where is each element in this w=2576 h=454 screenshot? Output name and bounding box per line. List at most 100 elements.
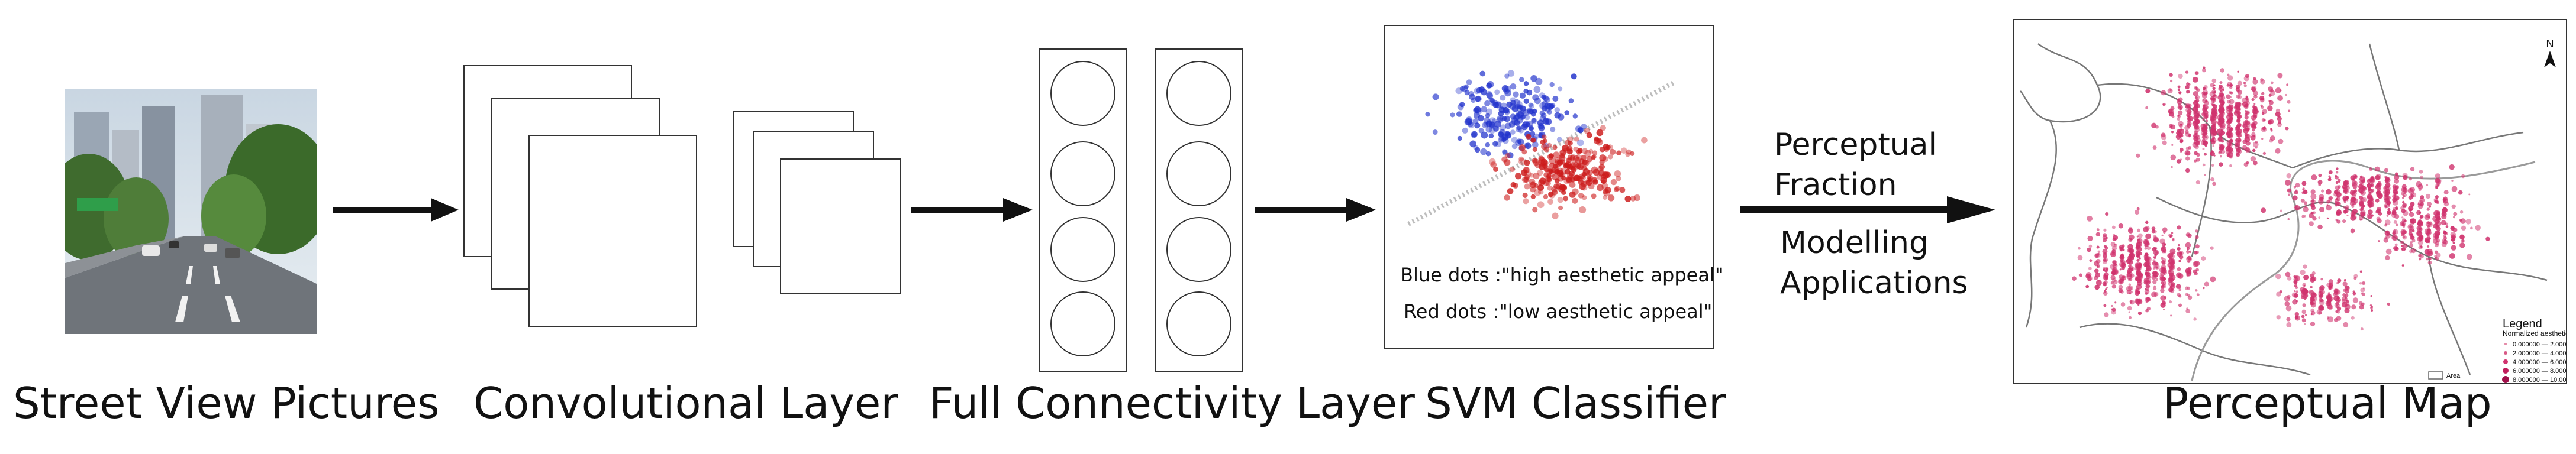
map-score-point xyxy=(2342,195,2348,202)
street-view-image xyxy=(65,89,317,334)
map-score-point xyxy=(2396,207,2398,210)
map-score-point xyxy=(2284,180,2291,186)
map-score-point xyxy=(2342,293,2346,297)
map-score-point xyxy=(2344,180,2349,185)
map-score-point xyxy=(2288,109,2291,112)
map-score-point xyxy=(2134,298,2140,304)
map-score-point xyxy=(2201,127,2206,132)
svm-point-blue xyxy=(1528,125,1534,131)
map-score-point xyxy=(2106,287,2108,289)
svm-point-red xyxy=(1526,134,1532,140)
map-score-point xyxy=(2161,242,2166,247)
map-score-point xyxy=(2097,265,2099,268)
map-score-point xyxy=(2203,93,2206,96)
map-score-point xyxy=(2178,103,2181,106)
map-score-point xyxy=(2088,244,2093,248)
map-score-point xyxy=(2229,164,2232,167)
map-score-point xyxy=(2195,86,2198,89)
map-score-point xyxy=(2328,175,2331,178)
svm-point-red xyxy=(1585,179,1592,186)
map-score-point xyxy=(2326,205,2332,211)
map-score-point xyxy=(2286,83,2289,86)
map-score-point xyxy=(2193,132,2199,139)
map-score-point xyxy=(2418,227,2421,231)
map-score-point xyxy=(2213,94,2216,97)
map-score-point xyxy=(2145,220,2149,225)
map-score-point xyxy=(2202,118,2205,121)
stage-label-convolutional: Convolutional Layer xyxy=(473,378,898,428)
map-score-point xyxy=(2152,267,2155,270)
svm-point-red xyxy=(1546,142,1552,148)
svm-point-red xyxy=(1555,159,1561,165)
svm-point-red xyxy=(1538,156,1546,163)
stage-label-perceptual-map: Perceptual Map xyxy=(2163,378,2492,428)
map-score-point xyxy=(2384,223,2388,227)
svm-point-blue xyxy=(1487,81,1494,88)
svm-point-red xyxy=(1568,140,1573,146)
map-score-point xyxy=(2269,138,2273,143)
svm-point-red xyxy=(1569,181,1576,188)
map-score-point xyxy=(2384,175,2388,179)
svm-point-red xyxy=(1533,172,1540,180)
map-score-point xyxy=(2361,293,2363,295)
map-score-point xyxy=(2146,246,2151,251)
map-score-point xyxy=(2194,125,2198,129)
map-score-point xyxy=(2385,230,2388,234)
map-score-point xyxy=(2336,316,2342,321)
svm-point-red xyxy=(1557,197,1563,203)
map-score-point xyxy=(2310,313,2313,316)
map-score-point xyxy=(2319,294,2322,298)
map-score-point xyxy=(2251,132,2256,137)
map-score-point xyxy=(2136,245,2140,249)
map-score-point xyxy=(2310,203,2315,208)
map-score-point xyxy=(2309,289,2313,294)
svm-point-blue xyxy=(1471,132,1477,138)
svm-point-red xyxy=(1604,171,1611,179)
map-score-point xyxy=(2401,244,2404,247)
map-score-point xyxy=(2417,203,2423,209)
map-score-point xyxy=(2179,138,2184,142)
map-score-point xyxy=(2410,167,2415,171)
map-score-point xyxy=(2219,106,2224,111)
map-score-point xyxy=(2419,216,2423,219)
map-score-point xyxy=(2418,254,2422,257)
svm-point-blue xyxy=(1526,121,1533,128)
map-score-point xyxy=(2359,199,2362,202)
map-canvas: N Legend Normalized aesthetic score 0.00… xyxy=(2020,38,2566,383)
map-score-point xyxy=(2302,188,2304,190)
map-score-point xyxy=(2319,207,2324,213)
map-score-point xyxy=(2178,244,2180,247)
map-score-point xyxy=(2253,160,2258,166)
map-score-point xyxy=(2163,231,2166,234)
map-score-point xyxy=(2268,100,2271,102)
map-score-point xyxy=(2334,303,2340,309)
map-score-point xyxy=(2136,153,2140,158)
legend-item: 6.000000 — 8.000000 xyxy=(2513,368,2566,375)
map-score-point xyxy=(2319,300,2325,306)
svm-point-red xyxy=(1581,148,1588,154)
map-score-point xyxy=(2245,96,2249,100)
map-score-point xyxy=(2153,230,2157,234)
map-score-point xyxy=(2118,284,2123,290)
map-score-point xyxy=(2103,267,2106,270)
svm-point-blue xyxy=(1483,121,1489,127)
map-score-point xyxy=(2152,259,2156,262)
map-score-point xyxy=(2461,174,2465,179)
map-score-point xyxy=(2411,233,2414,236)
map-score-point xyxy=(2277,116,2282,121)
map-score-point xyxy=(2326,301,2330,304)
map-score-point xyxy=(2151,226,2156,231)
map-score-point xyxy=(2433,223,2438,229)
map-score-point xyxy=(2303,201,2308,205)
map-score-point xyxy=(2338,202,2340,205)
map-score-point xyxy=(2426,257,2429,261)
map-score-point xyxy=(2169,275,2174,280)
map-score-point xyxy=(2235,137,2242,144)
map-score-point xyxy=(2320,306,2324,310)
svm-point-red xyxy=(1530,137,1536,143)
map-score-point xyxy=(2392,184,2397,189)
map-score-point xyxy=(2202,68,2207,73)
map-score-point xyxy=(2410,228,2412,231)
map-score-point xyxy=(2252,90,2258,96)
map-score-point xyxy=(2171,144,2174,146)
